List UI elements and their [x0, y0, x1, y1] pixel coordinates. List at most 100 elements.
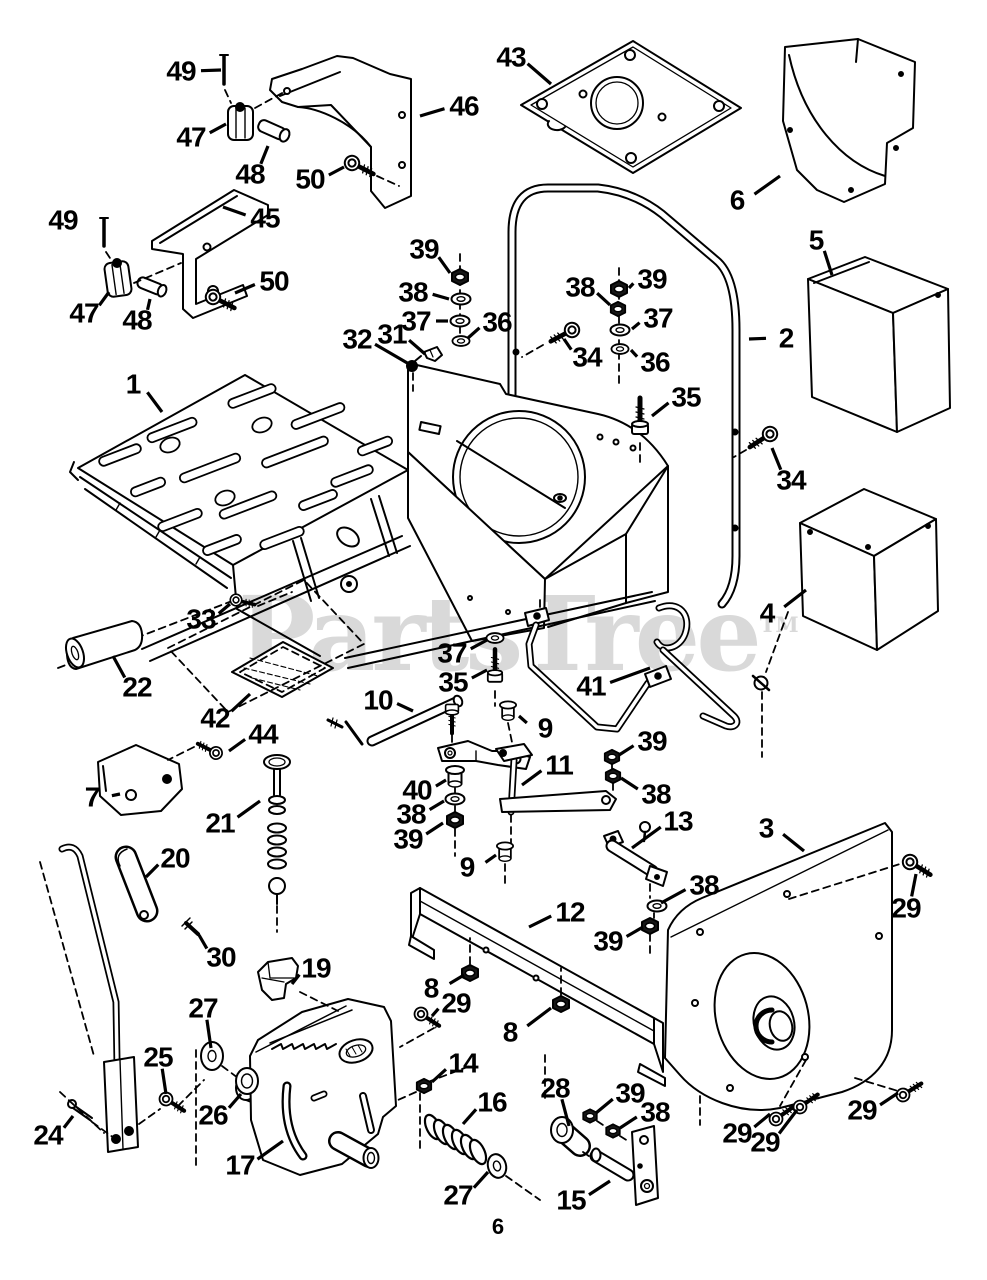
- callout-19-55: 19: [290, 953, 332, 985]
- callout-number: 2: [779, 323, 794, 354]
- callout-number: 40: [402, 775, 432, 806]
- callout-number: 35: [671, 382, 701, 413]
- part-16-spring: [423, 1113, 488, 1166]
- callout-number: 39: [393, 824, 423, 855]
- callout-22-30: 22: [111, 655, 153, 703]
- leader-line: [596, 291, 612, 307]
- callout-number: 29: [847, 1095, 877, 1126]
- leader-line: [217, 602, 232, 615]
- callout-39-12: 39: [409, 234, 452, 274]
- leader-line: [437, 256, 452, 274]
- page-number: 6: [491, 1214, 505, 1239]
- leader-line: [588, 1179, 611, 1197]
- callout-6-26: 6: [730, 174, 781, 216]
- part-39-nut-bottom: [582, 1108, 598, 1124]
- callout-number: 37: [643, 303, 673, 334]
- leader-line: [111, 792, 121, 798]
- leader-line: [236, 799, 261, 819]
- leader-line: [560, 1098, 571, 1127]
- callout-number: 34: [776, 465, 807, 496]
- part-12-support-bar: [408, 887, 666, 1087]
- callout-38-50: 38: [660, 870, 720, 905]
- part-38-nut-link: [604, 767, 622, 785]
- callout-38-18: 38: [565, 272, 612, 307]
- callout-47-8: 47: [69, 291, 111, 329]
- leader-line: [228, 738, 247, 753]
- part-49-pin-lower: [99, 217, 109, 248]
- callout-number: 49: [166, 56, 196, 87]
- leader-line: [517, 714, 528, 725]
- part-35-bolt-top: [632, 398, 648, 434]
- part-46-seat-bracket: [269, 55, 412, 209]
- tube-inner: [117, 848, 156, 920]
- part-41-wire-links: [524, 599, 789, 758]
- leader-line: [430, 1007, 440, 1018]
- callout-number: 35: [438, 667, 468, 698]
- leader-line: [461, 1108, 478, 1126]
- leader-line: [562, 338, 573, 351]
- part-22-roller: [64, 620, 144, 670]
- leader-line: [448, 973, 465, 985]
- callout-number: 8: [424, 973, 439, 1004]
- leader-line: [230, 692, 252, 713]
- part-47-clamp-top: [227, 102, 254, 141]
- part-5-cover-box: [807, 256, 951, 433]
- leader-line: [748, 336, 767, 341]
- leader-line: [259, 145, 270, 165]
- callout-number: 37: [437, 638, 467, 669]
- callout-number: 39: [615, 1078, 645, 1109]
- part-39-nut-center: [446, 811, 464, 829]
- part-37-washer-center: [485, 632, 505, 644]
- callout-number: 28: [540, 1073, 570, 1104]
- callout-16-64: 16: [461, 1087, 508, 1126]
- leader-line: [208, 122, 227, 135]
- callout-number: 29: [441, 988, 471, 1019]
- leader-line: [328, 165, 345, 177]
- callout-number: 44: [248, 719, 279, 750]
- callout-number: 12: [555, 897, 585, 928]
- leader-line: [630, 321, 641, 331]
- callout-number: 42: [200, 703, 230, 734]
- callout-36-15: 36: [466, 307, 513, 340]
- callout-27-65: 27: [443, 1170, 490, 1211]
- callout-number: 38: [398, 277, 428, 308]
- part-6-cover: [782, 38, 916, 203]
- part-21-spring-rod: [263, 754, 291, 933]
- part-19-clip: [257, 957, 299, 1001]
- callout-number: 50: [259, 266, 289, 297]
- callout-11-44: 11: [521, 750, 574, 787]
- callout-39-45: 39: [618, 726, 668, 757]
- callout-29-72: 29: [750, 1109, 799, 1158]
- tube-inner: [655, 604, 689, 650]
- leader-line: [466, 326, 481, 340]
- part-48-pin-top: [257, 119, 291, 143]
- part-10-ball-bolt: [446, 704, 459, 733]
- callout-35-23: 35: [651, 382, 702, 418]
- part-chassis-frame: [57, 362, 669, 669]
- leader-line: [146, 391, 164, 413]
- callout-number: 49: [48, 205, 78, 236]
- callout-number: 50: [295, 164, 325, 195]
- callout-49-0: 49: [166, 56, 222, 87]
- leader-line: [770, 447, 783, 471]
- part-11-lever-rod: [495, 743, 617, 844]
- leader-line: [419, 107, 445, 118]
- leader-line: [396, 702, 414, 713]
- callout-3-49: 3: [759, 813, 806, 853]
- tube-inner: [312, 1092, 326, 1100]
- callout-number: 37: [401, 306, 431, 337]
- callout-number: 24: [33, 1120, 64, 1151]
- callout-number: 39: [637, 264, 667, 295]
- leader-line: [822, 250, 834, 276]
- callout-number: 7: [85, 782, 100, 813]
- leader-line: [526, 62, 553, 86]
- part-30-pin: [181, 917, 200, 936]
- leader-line: [618, 744, 635, 757]
- part-10-link-rod: [326, 694, 464, 747]
- callout-45-7: 45: [222, 203, 281, 234]
- part-48-pin-lower: [136, 276, 168, 298]
- leader-line: [660, 888, 687, 905]
- callout-29-71: 29: [722, 1112, 772, 1149]
- callout-44-32: 44: [228, 719, 280, 753]
